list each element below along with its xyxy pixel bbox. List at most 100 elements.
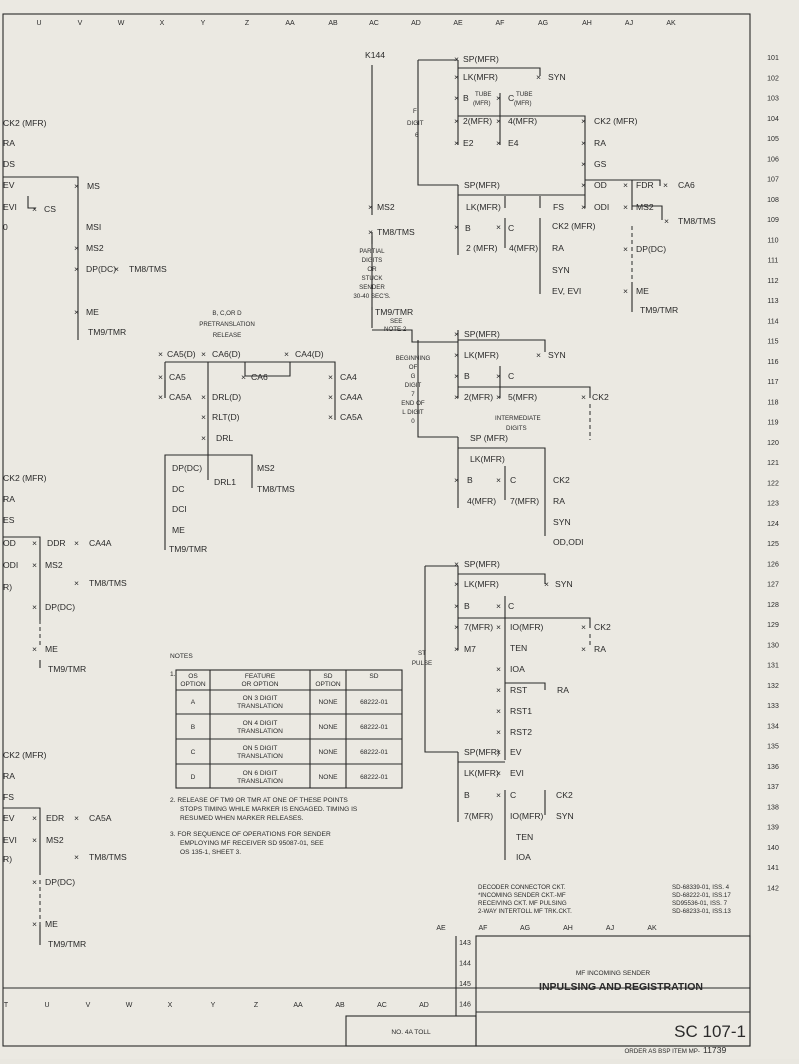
row-number: 141 — [767, 865, 779, 872]
contact-label: DRL — [216, 433, 233, 443]
contact-x-mark: × — [201, 412, 206, 422]
contact-label: STUCK — [362, 275, 384, 282]
row-number: 115 — [767, 339, 778, 346]
table-header: OR OPTION — [242, 681, 279, 688]
contact-label: 7(MFR) — [464, 622, 493, 632]
reference-name: RECEIVING CKT. MF PULSING — [478, 900, 567, 907]
column-label-top: Y — [201, 20, 206, 27]
contact-label: MS — [87, 181, 100, 191]
row-number: 111 — [768, 258, 779, 265]
column-label-bottom: W — [126, 1002, 133, 1009]
contact-label: TM8/TMS — [129, 264, 167, 274]
contact-label: ME — [45, 919, 58, 929]
table-cell-sd: 68222-01 — [360, 749, 388, 756]
contact-label: IO(MFR) — [510, 622, 544, 632]
table-cell-sd-option: NONE — [318, 699, 338, 706]
contact-label: TM9/TMR — [375, 307, 413, 317]
contact-x-mark: × — [623, 244, 628, 254]
contact-label: LK(MFR) — [464, 579, 499, 589]
note-3-line-3: OS 135-1, SHEET 3. — [180, 849, 241, 856]
contact-label: EV, EVI — [552, 286, 581, 296]
contact-label: 2 (MFR) — [466, 243, 498, 253]
contact-x-mark: × — [74, 578, 79, 588]
contact-x-mark: × — [496, 685, 501, 695]
contact-label: DIGITS — [506, 425, 527, 432]
contact-label: SYN — [556, 811, 574, 821]
contact-label: 0 — [3, 222, 8, 232]
contact-x-mark: × — [544, 579, 549, 589]
contact-label: BEGINNING — [396, 355, 431, 362]
column-label-bottom: AA — [293, 1002, 303, 1009]
row-number: 119 — [767, 420, 778, 427]
contact-label: SYN — [553, 517, 571, 527]
contact-label: DP(DC) — [86, 264, 116, 274]
contact-label: ME — [45, 644, 58, 654]
contact-x-mark: × — [328, 372, 333, 382]
contact-label: CA4A — [89, 538, 112, 548]
column-label-top: AK — [666, 20, 676, 27]
contact-x-mark: × — [32, 644, 37, 654]
contact-label: END OF — [401, 400, 425, 407]
contact-label: 6 — [415, 132, 419, 139]
contact-label: ES — [3, 515, 15, 525]
contact-label: SEE — [390, 318, 402, 325]
contact-label: DC — [172, 484, 184, 494]
column-label-top: AJ — [625, 20, 633, 27]
contact-label: IOA — [510, 664, 525, 674]
column-label-bottom: Z — [254, 1002, 259, 1009]
table-cell-feature: TRANSLATION — [237, 753, 283, 760]
contact-label: SYN — [548, 72, 566, 82]
contact-label: OR — [367, 266, 377, 273]
contact-x-mark: × — [454, 72, 459, 82]
row-number: 101 — [767, 55, 779, 62]
row-number: 130 — [767, 642, 779, 649]
contact-label: LK(MFR) — [464, 768, 499, 778]
table-cell-option: A — [191, 699, 196, 706]
wires — [3, 59, 751, 1047]
contact-label: CK2 (MFR) — [552, 221, 596, 231]
contact-x-mark: × — [496, 222, 501, 232]
row-number-column: 1011021031041051061071081091101111121131… — [459, 55, 779, 1009]
contact-x-mark: × — [496, 622, 501, 632]
contact-x-mark: × — [201, 349, 206, 359]
notes-heading: NOTES — [170, 653, 193, 660]
contact-x-mark: × — [74, 264, 79, 274]
table-cell-sd-option: NONE — [318, 774, 338, 781]
contact-label: C — [510, 790, 516, 800]
row-number: 145 — [459, 981, 471, 988]
column-label-bottom-right: AE — [436, 925, 446, 932]
contact-label: CK2 — [592, 392, 609, 402]
contact-label: EVI — [510, 768, 524, 778]
contact-x-mark: × — [623, 202, 628, 212]
contact-label: CK2 — [553, 475, 570, 485]
contact-label: TEN — [516, 832, 533, 842]
row-number: 139 — [767, 825, 779, 832]
contact-label: RELEASE — [213, 332, 242, 339]
contact-label: MS2 — [45, 560, 63, 570]
contact-x-mark: × — [496, 371, 501, 381]
row-number: 133 — [767, 703, 779, 710]
contact-label: CK2 (MFR) — [3, 473, 47, 483]
contact-label: B — [464, 371, 470, 381]
contact-label: EDR — [46, 813, 64, 823]
contact-label: SENDER — [359, 284, 385, 291]
contact-label: OF — [409, 364, 418, 371]
contact-x-mark: × — [496, 475, 501, 485]
contact-x-mark: × — [454, 54, 459, 64]
column-label-top: X — [160, 20, 165, 27]
contact-x-mark: × — [454, 222, 459, 232]
row-number: 146 — [459, 1002, 471, 1009]
row-number: 126 — [767, 561, 779, 568]
contact-label: C — [508, 93, 514, 103]
contact-x-mark: × — [158, 372, 163, 382]
contact-x-mark: × — [454, 559, 459, 569]
contact-label: DP(DC) — [45, 877, 75, 887]
contact-label: C — [508, 601, 514, 611]
contact-x-mark: × — [496, 93, 501, 103]
contact-label: EV — [3, 813, 15, 823]
table-header: OPTION — [315, 681, 341, 688]
contact-x-mark: × — [454, 622, 459, 632]
contact-label: CK2 (MFR) — [3, 750, 47, 760]
